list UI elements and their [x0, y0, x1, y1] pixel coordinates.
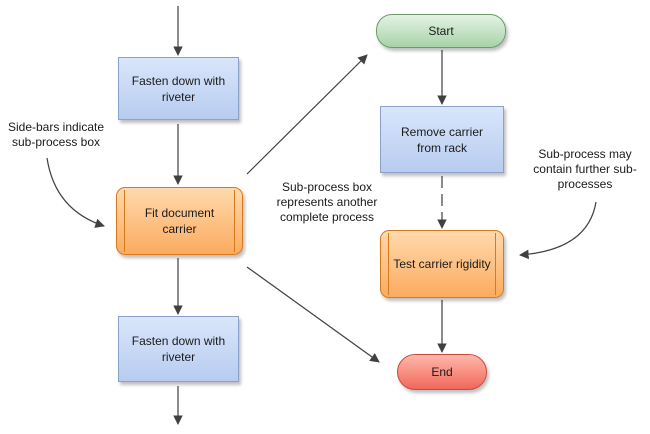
fit-document-carrier-subprocess[interactable]: Fit document carrier — [116, 187, 243, 255]
fasten-riveter-process-top[interactable]: Fasten down with riveter — [118, 57, 239, 120]
end-label: End — [431, 365, 453, 379]
remove-carrier-label: Remove carrier from rack — [400, 124, 484, 155]
nested-subprocess-annotation: Sub-process may contain further sub-proc… — [533, 147, 637, 191]
remove-carrier-process[interactable]: Remove carrier from rack — [380, 106, 504, 173]
start-terminal[interactable]: Start — [376, 14, 506, 48]
subprocess-box-annotation: Sub-process box represents another compl… — [276, 180, 378, 224]
start-label: Start — [428, 24, 454, 38]
expansion-line-to-end — [246, 266, 380, 363]
end-terminal[interactable]: End — [397, 354, 487, 390]
test-carrier-rigidity-subprocess[interactable]: Test carrier rigidity — [380, 230, 504, 298]
fasten-riveter-process-bottom[interactable]: Fasten down with riveter — [118, 316, 239, 382]
fasten-riveter-label-bottom: Fasten down with riveter — [131, 334, 226, 364]
expansion-line-to-start — [246, 54, 368, 175]
nested-note-pointer — [519, 201, 597, 260]
fasten-riveter-label-top: Fasten down with riveter — [131, 73, 226, 104]
sidebar-note-pointer — [46, 157, 105, 228]
sidebars-annotation: Side-bars indicate sub-process box — [7, 120, 105, 149]
fit-document-carrier-label: Fit document carrier — [144, 206, 215, 236]
test-carrier-rigidity-label: Test carrier rigidity — [393, 257, 491, 271]
